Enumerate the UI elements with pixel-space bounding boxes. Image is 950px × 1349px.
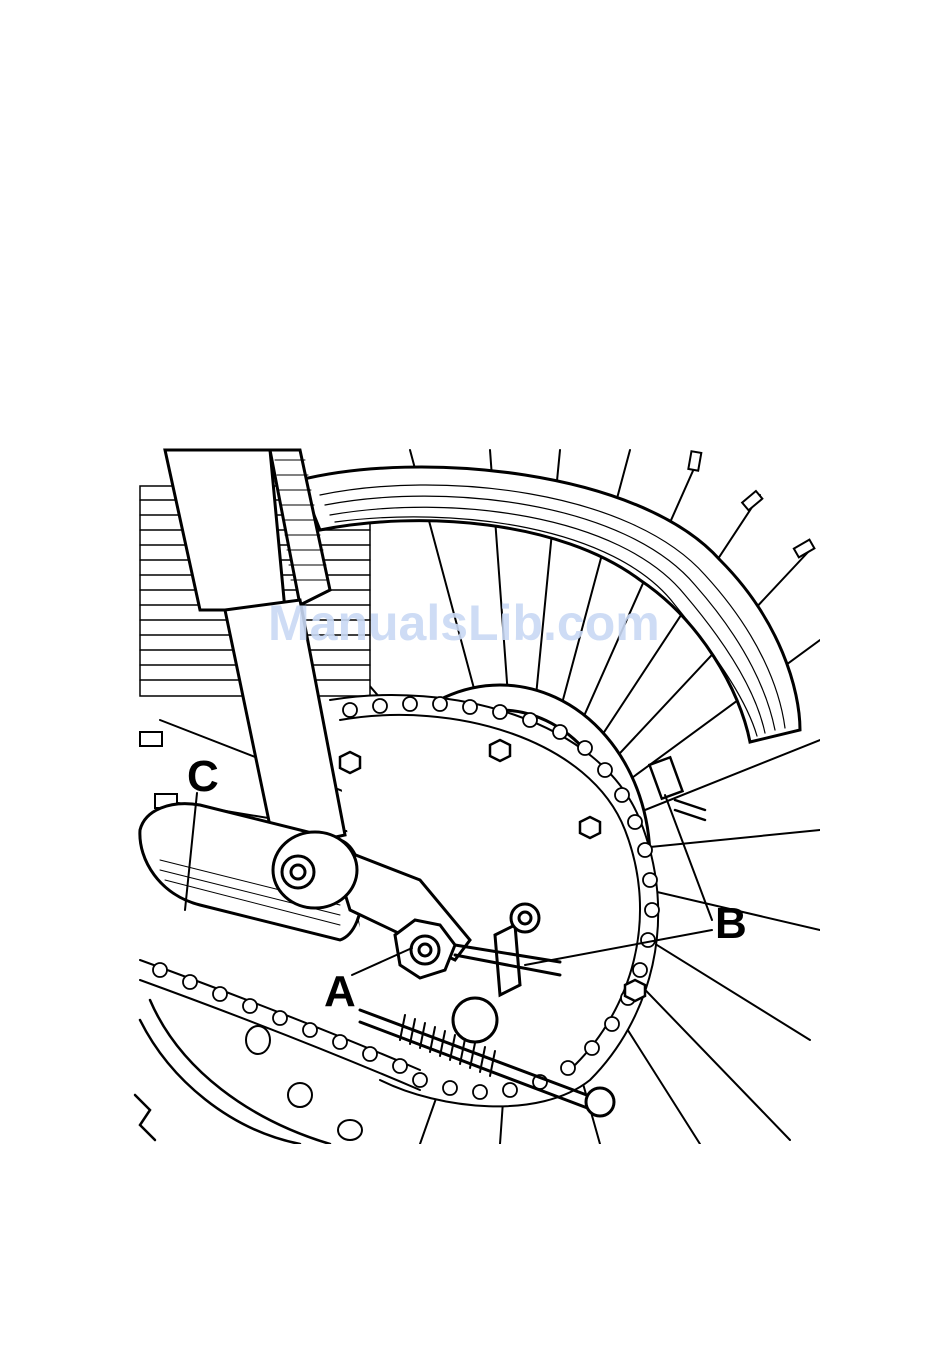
callout-label-a: A bbox=[324, 970, 356, 1014]
watermark: ManualsLib.com bbox=[268, 594, 660, 652]
callout-label-b: B bbox=[715, 902, 747, 946]
callout-label-c: C bbox=[187, 755, 219, 799]
rear-wheel-chain-adjuster-illustration bbox=[130, 444, 820, 1144]
shock-eye-bolt bbox=[273, 832, 357, 908]
